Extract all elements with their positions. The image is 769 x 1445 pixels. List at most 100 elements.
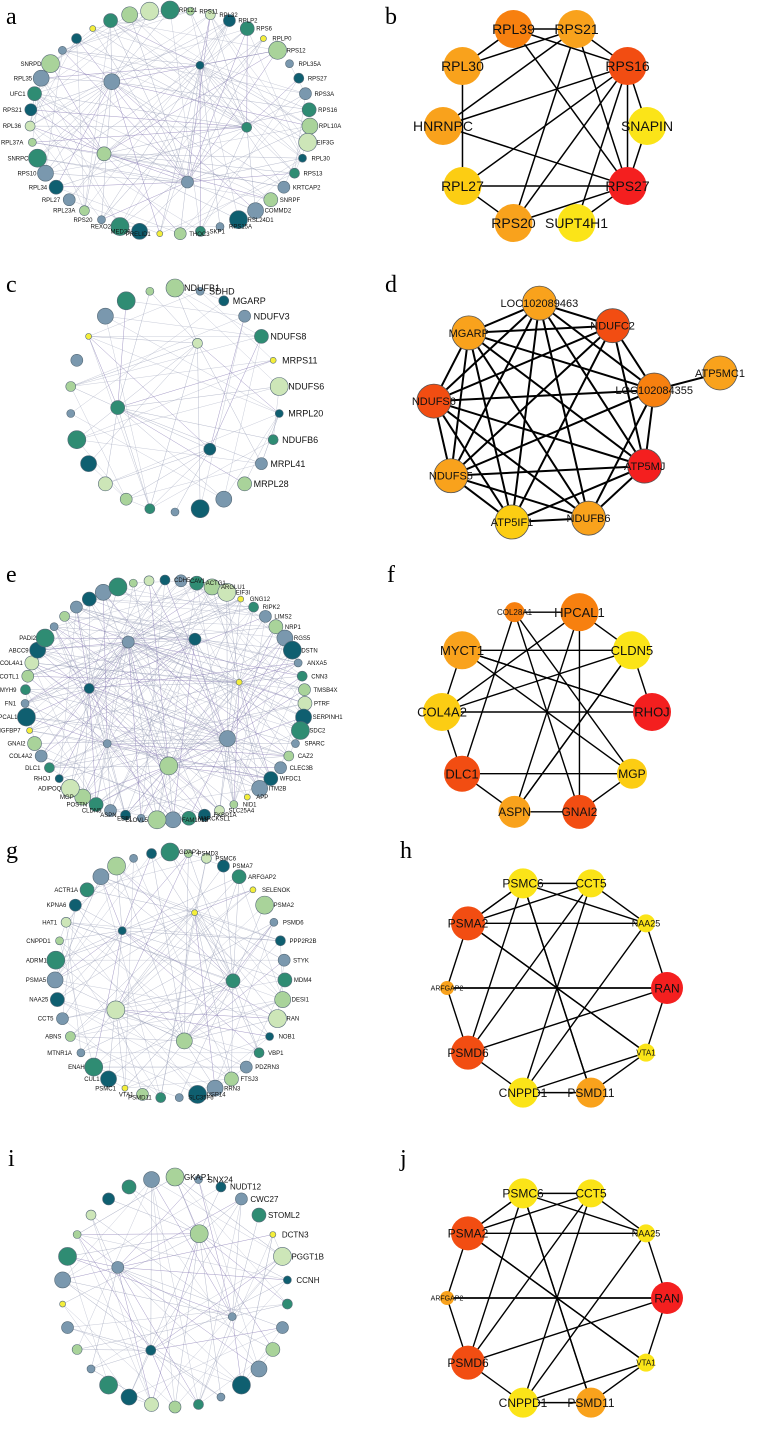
network-node bbox=[218, 295, 230, 307]
network-edge bbox=[122, 930, 260, 1053]
node-label-ptrf: PTRF bbox=[314, 702, 330, 708]
network-node bbox=[103, 13, 118, 28]
node-label-rexo2: REXO2 bbox=[91, 225, 112, 231]
node-label-sdc2: SDC2 bbox=[309, 729, 326, 735]
network-node bbox=[54, 1271, 71, 1289]
network-edge bbox=[103, 38, 264, 155]
network-edge bbox=[62, 1279, 233, 1317]
network-node bbox=[117, 926, 127, 935]
hub-label-psmd11: PSMD11 bbox=[567, 1086, 614, 1100]
hub-node-cct5 bbox=[576, 1179, 605, 1208]
hub-node-rps21 bbox=[557, 9, 596, 48]
network-edge bbox=[62, 1179, 152, 1281]
network-edge bbox=[233, 650, 293, 805]
hub-node-gnai2 bbox=[562, 794, 597, 829]
network-node bbox=[296, 670, 308, 682]
network-edge bbox=[53, 626, 90, 689]
network-node bbox=[255, 457, 268, 470]
node-label-anxa5: ANXA5 bbox=[307, 661, 327, 667]
network-edge bbox=[199, 65, 295, 174]
hub-label-psmd6: PSMD6 bbox=[447, 1046, 489, 1060]
network-node bbox=[103, 73, 121, 90]
hub-node-cldn5 bbox=[612, 631, 651, 670]
network-edge bbox=[54, 858, 134, 981]
network-edge bbox=[128, 641, 303, 677]
network-edge bbox=[50, 63, 112, 82]
hub-label-rps27: RPS27 bbox=[605, 178, 650, 194]
hub-node-rps20 bbox=[494, 204, 533, 243]
node-label-clec3b: CLEC3B bbox=[290, 766, 313, 772]
network-edge bbox=[70, 1036, 198, 1095]
network-edge bbox=[164, 579, 228, 739]
network-node bbox=[69, 898, 82, 912]
panel-letter-e: e bbox=[6, 562, 17, 588]
network-node bbox=[283, 750, 295, 762]
hub-label-ran: RAN bbox=[654, 981, 679, 995]
hub-node-hnrnpc bbox=[424, 107, 462, 145]
network-edge bbox=[55, 979, 278, 1019]
network-edge bbox=[247, 676, 303, 798]
network-edge bbox=[174, 1279, 288, 1408]
network-node bbox=[140, 1, 159, 21]
network-edge bbox=[89, 598, 254, 608]
network-edge bbox=[122, 876, 240, 931]
network-node bbox=[237, 476, 252, 492]
network-edge bbox=[198, 1198, 242, 1405]
node-label-slc25a4: SLC25A4 bbox=[228, 809, 254, 815]
node-label-rplp2: RPLP2 bbox=[238, 19, 258, 25]
network-edge bbox=[88, 580, 150, 689]
hub-label-loc102089463: LOC102089463 bbox=[501, 298, 579, 310]
network-node bbox=[254, 329, 269, 344]
network-edge bbox=[76, 606, 301, 731]
hub-node-loc102084355 bbox=[636, 372, 672, 408]
network-edge bbox=[50, 20, 111, 64]
node-label-sparc: SPARC bbox=[304, 742, 325, 748]
network-edge bbox=[194, 912, 281, 942]
network-edge bbox=[49, 765, 169, 768]
network-edge bbox=[238, 682, 272, 779]
network-edge bbox=[89, 616, 266, 689]
network-edge bbox=[241, 1327, 283, 1386]
network-nodes bbox=[54, 1167, 293, 1414]
hub-edge bbox=[433, 302, 541, 402]
node-label-eif3g: EIF3G bbox=[317, 140, 335, 146]
hub-node-vta1 bbox=[636, 1043, 655, 1062]
network-nodes bbox=[17, 574, 313, 830]
network-edge bbox=[30, 109, 105, 155]
network-node bbox=[99, 1375, 118, 1395]
network-edge bbox=[105, 448, 210, 485]
hub-node-naa25 bbox=[636, 1224, 655, 1243]
hub-node-cnppd1 bbox=[508, 1077, 539, 1108]
network-edge bbox=[198, 1179, 260, 1370]
node-label-rgs5: RGS5 bbox=[294, 636, 311, 642]
network-edge bbox=[67, 1256, 233, 1317]
network-edge bbox=[117, 1267, 242, 1386]
network-edge bbox=[227, 738, 271, 779]
network-edge bbox=[31, 662, 97, 805]
hub-label-psma2: PSMA2 bbox=[448, 1227, 489, 1241]
network-edge bbox=[57, 999, 232, 1080]
hub-edge bbox=[513, 611, 633, 775]
network-edge bbox=[115, 1009, 278, 1019]
network-node bbox=[145, 1344, 157, 1356]
network-edge bbox=[117, 1267, 152, 1405]
hub-edge bbox=[462, 28, 577, 67]
network-edge bbox=[169, 9, 201, 232]
panel-letter-b: b bbox=[385, 4, 397, 30]
network-edge bbox=[29, 681, 240, 731]
network-edge bbox=[67, 1256, 109, 1386]
network-edge bbox=[223, 336, 262, 500]
network-node bbox=[174, 1093, 184, 1102]
node-label-mdm4: MDM4 bbox=[294, 978, 312, 984]
network-node bbox=[83, 683, 95, 694]
hub-node-mgp bbox=[616, 758, 647, 789]
network-node bbox=[88, 797, 104, 812]
network-edge bbox=[70, 300, 224, 414]
network-edge bbox=[49, 703, 305, 768]
network-edge bbox=[29, 641, 129, 731]
network-edge bbox=[122, 930, 278, 1019]
network-node bbox=[247, 202, 264, 219]
network-node bbox=[194, 1175, 203, 1184]
network-edge bbox=[199, 1233, 288, 1305]
